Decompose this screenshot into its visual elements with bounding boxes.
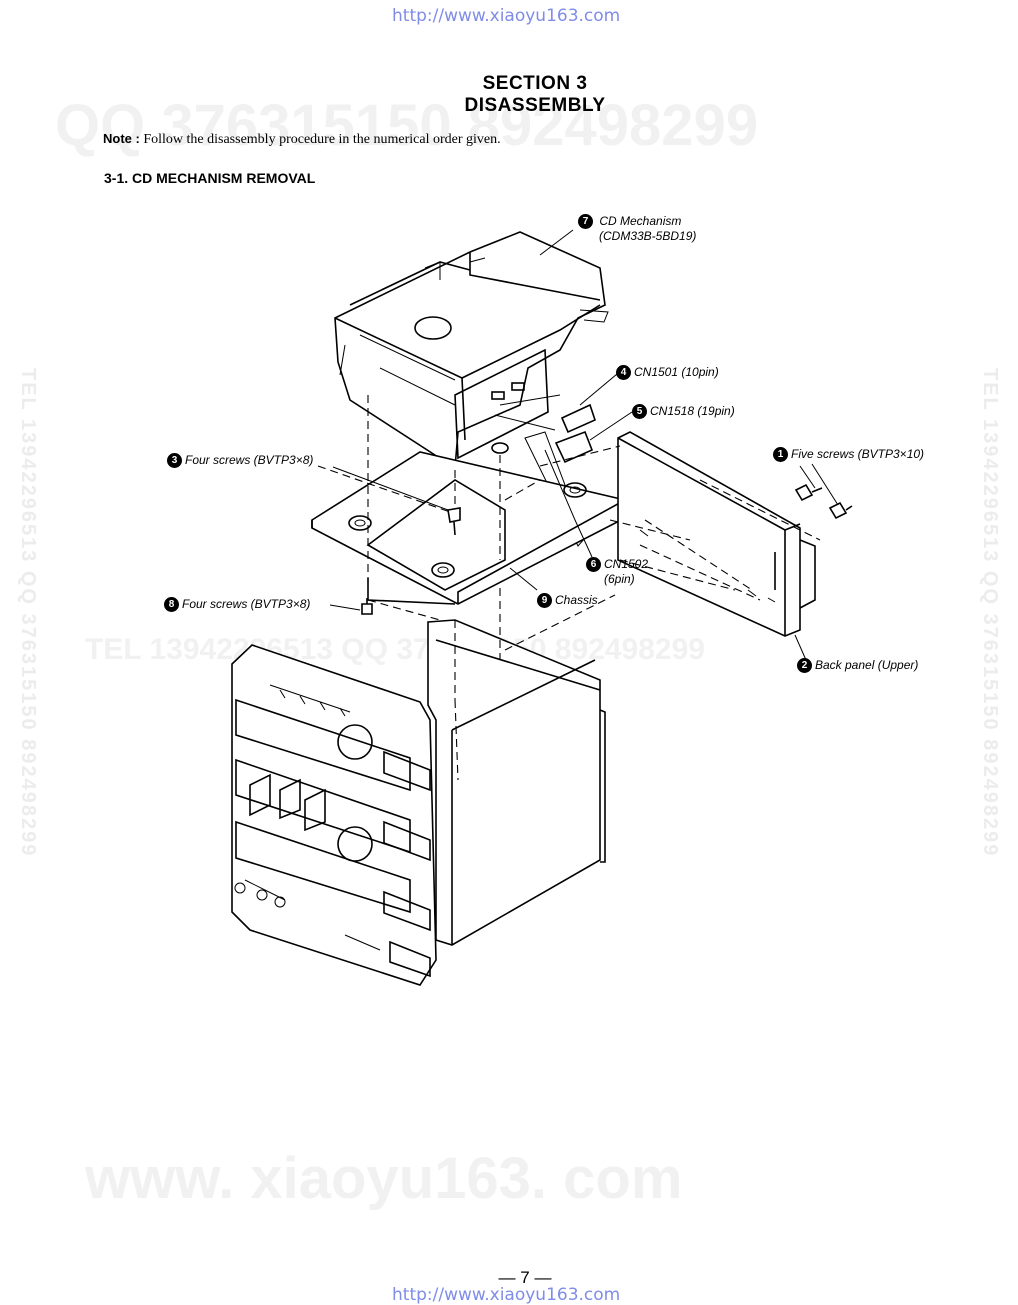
leader-lines <box>329 229 839 661</box>
watermark-vertical-left: TEL 13942296513 QQ 376315150 892498299 <box>17 368 39 858</box>
step-number-badge: 1 <box>773 447 788 463</box>
step-number-badge: 7 <box>578 214 593 230</box>
watermark-top: QQ 376315150 892498299 <box>55 93 759 158</box>
subsection-title: 3-1. CD MECHANISM REMOVAL <box>104 170 316 186</box>
cd-mechanism-drawing <box>334 231 609 470</box>
connector-cn1518-drawing <box>554 430 594 464</box>
page-number: — 7 — <box>498 1268 552 1287</box>
note-label: Note : <box>103 131 140 146</box>
watermark-vertical-right: TEL 13942296513 QQ 376315150 892498299 <box>979 368 1001 858</box>
step-number-badge: 5 <box>632 404 647 420</box>
connector-cn1501-drawing <box>560 403 596 434</box>
footer-url: http://www.xiaoyu163.com <box>392 1285 621 1305</box>
watermark-bottom: www. xiaoyu163. com <box>85 1146 683 1211</box>
section-title: DISASSEMBLY <box>464 95 606 116</box>
note: Note : Follow the disassembly procedure … <box>103 131 501 148</box>
watermark-middle: TEL 13942296513 QQ 376315150 892498299 <box>85 633 705 666</box>
header-url: http://www.xiaoyu163.com <box>392 6 621 26</box>
step-number-badge: 8 <box>164 597 179 613</box>
step-number-badge: 3 <box>167 453 182 469</box>
callout-cd-mechanism: 7 CD Mechanism (CDM33B-5BD19) <box>578 214 696 243</box>
main-unit-drawing <box>231 619 606 986</box>
step-number-badge: 2 <box>797 658 812 674</box>
step-number-badge: 9 <box>537 593 552 609</box>
chassis-plate-drawing <box>311 442 626 605</box>
step-number-badge: 4 <box>616 365 631 381</box>
step-number-badge: 6 <box>586 557 601 573</box>
screw-icons <box>361 483 853 615</box>
note-text: Follow the disassembly procedure in the … <box>143 132 501 147</box>
section-number: SECTION 3 <box>482 73 588 94</box>
back-panel-drawing <box>617 431 816 637</box>
